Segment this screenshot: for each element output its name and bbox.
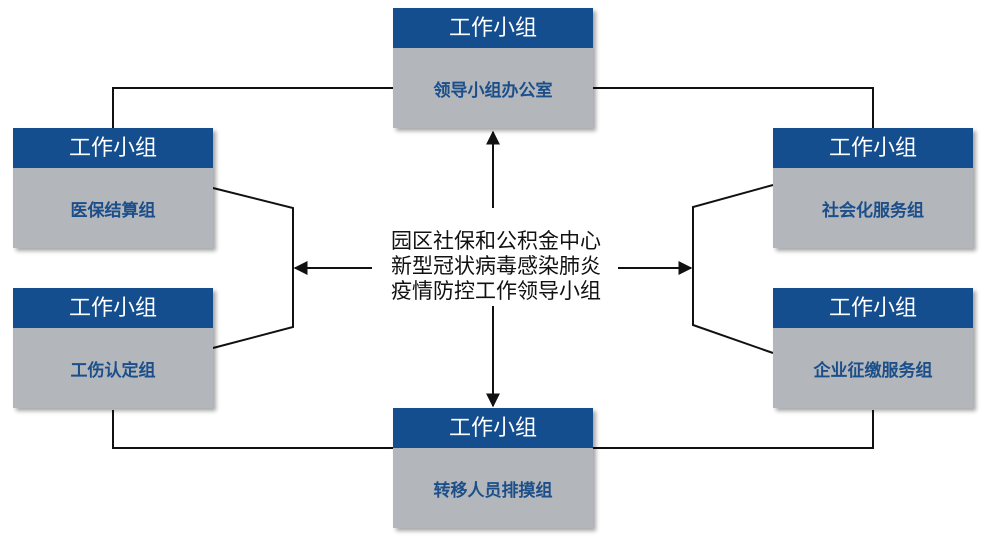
box-leadership-office: 工作小组 领导小组办公室 [393, 8, 593, 128]
box-label: 企业征缴服务组 [813, 360, 933, 381]
outer-connector-bottom-right [593, 410, 874, 449]
box-header: 工作小组 [393, 8, 593, 48]
central-title-line-2: 新型冠状病毒感染肺炎 [391, 254, 601, 278]
outer-connector-bottom-left [112, 410, 393, 449]
box-social-service: 工作小组 社会化服务组 [773, 128, 973, 248]
box-label: 转移人员排摸组 [433, 480, 553, 501]
box-medical-settlement: 工作小组 医保结算组 [13, 128, 213, 248]
box-label: 工伤认定组 [70, 360, 156, 381]
central-title-line-3: 疫情防控工作领导小组 [391, 279, 601, 303]
box-enterprise-collection: 工作小组 企业征缴服务组 [773, 288, 973, 408]
outer-connector-top-right [593, 87, 874, 128]
box-header: 工作小组 [773, 128, 973, 168]
box-transfer-screening: 工作小组 转移人员排摸组 [393, 408, 593, 528]
right-bracket [692, 184, 774, 354]
central-leading-group: 园区社保和公积金中心 新型冠状病毒感染肺炎 疫情防控工作领导小组 [373, 229, 619, 304]
box-label: 领导小组办公室 [433, 80, 553, 101]
outer-connector-top-left [112, 87, 393, 128]
box-label: 社会化服务组 [822, 200, 924, 221]
box-header: 工作小组 [393, 408, 593, 448]
box-work-injury: 工作小组 工伤认定组 [13, 288, 213, 408]
central-title-line-1: 园区社保和公积金中心 [391, 229, 601, 253]
box-header: 工作小组 [13, 288, 213, 328]
box-header: 工作小组 [773, 288, 973, 328]
box-label: 医保结算组 [70, 200, 156, 221]
left-bracket [212, 187, 294, 349]
box-header: 工作小组 [13, 128, 213, 168]
